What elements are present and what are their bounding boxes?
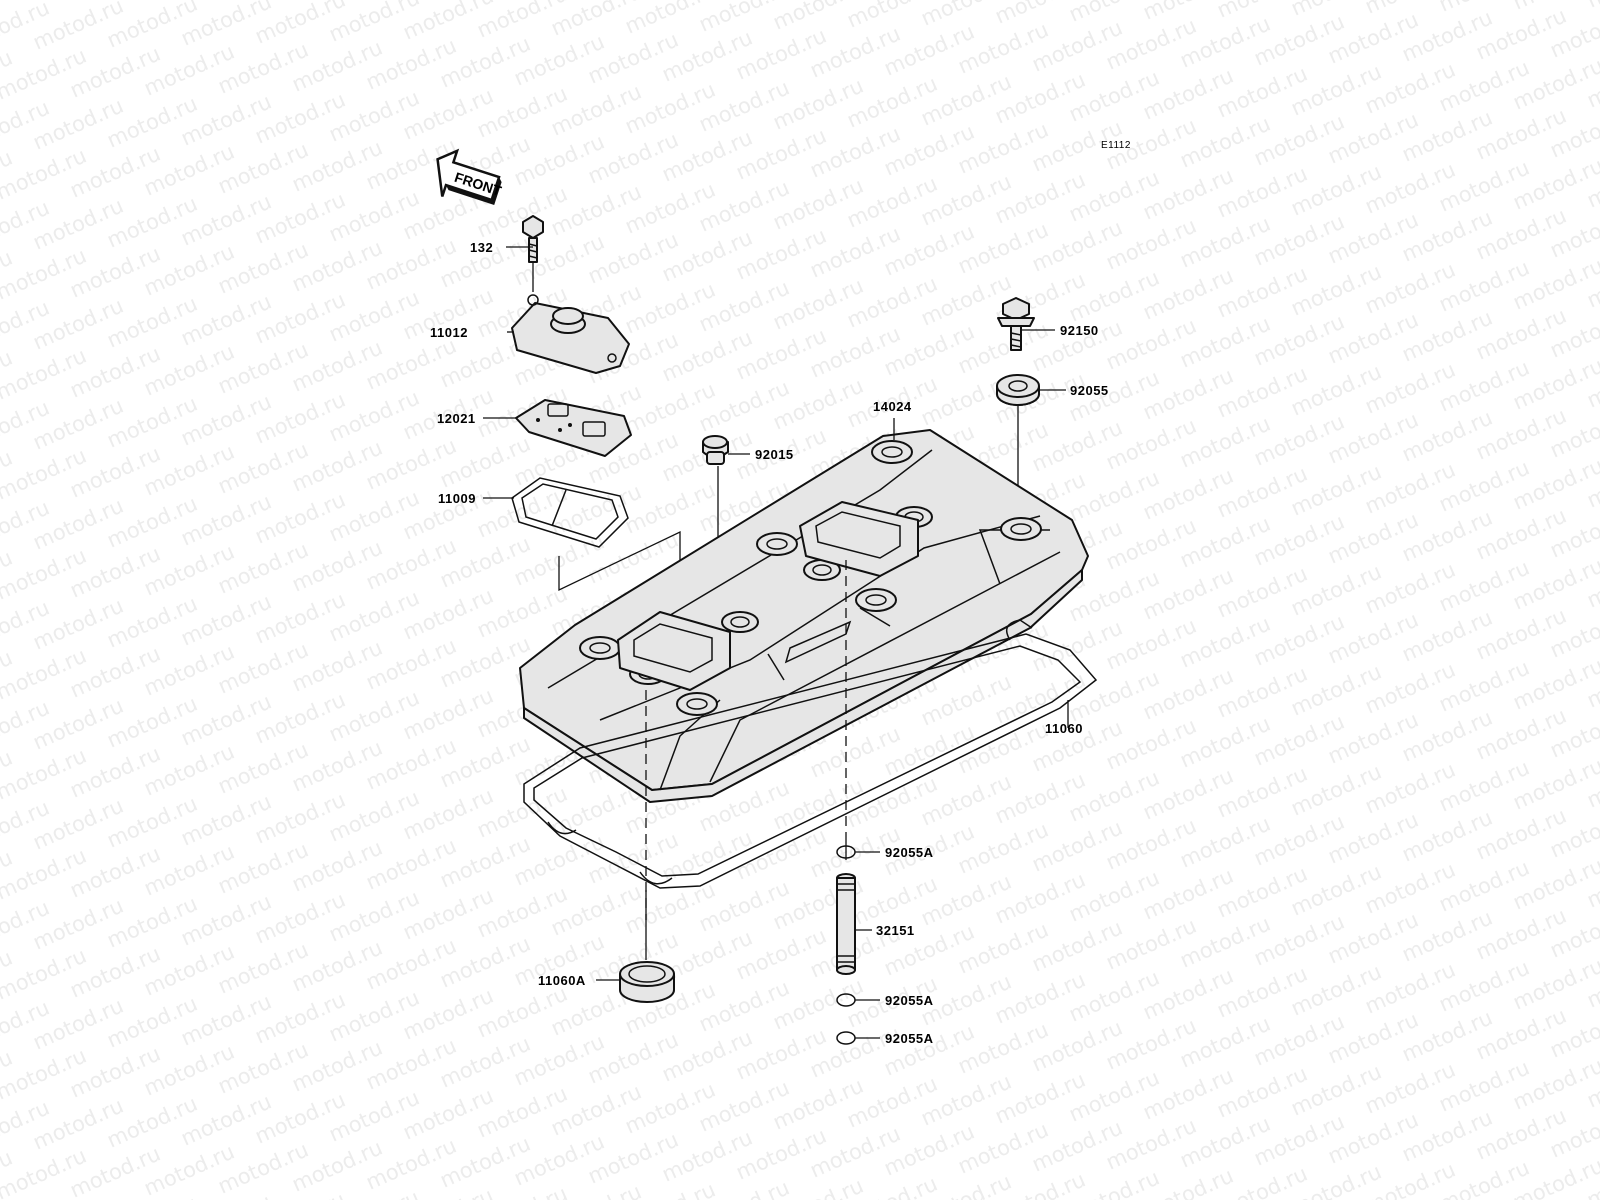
pipe-32151-icon — [836, 873, 856, 975]
front-arrow-icon: FRONT — [436, 148, 504, 205]
part-label-11060a: 11060A — [538, 973, 586, 988]
part-label-92150: 92150 — [1060, 323, 1099, 338]
watermark-text: motod.ru — [1583, 0, 1600, 13]
part-label-92015: 92015 — [755, 447, 794, 462]
bolt-92150-icon — [997, 297, 1035, 351]
diagram-code: E1112 — [1101, 140, 1131, 151]
part-label-11012: 11012 — [430, 325, 468, 340]
part-label-92055: 92055 — [1070, 383, 1109, 398]
part-label-92055a-1: 92055A — [885, 845, 934, 860]
plug-seal-icon — [619, 961, 675, 1003]
cylinder-head-cover-icon — [519, 429, 1089, 803]
part-label-11009: 11009 — [438, 491, 476, 506]
part-label-14024: 14024 — [873, 399, 912, 414]
part-label-32151: 32151 — [876, 923, 915, 938]
reed-plate-icon — [515, 399, 632, 457]
grommet-92015-icon — [702, 435, 729, 544]
breather-cover-icon — [511, 294, 630, 374]
part-label-132: 132 — [470, 240, 493, 255]
gasket-11009-icon — [511, 477, 629, 548]
bolt-132-icon — [522, 215, 544, 292]
part-label-11060: 11060 — [1045, 721, 1083, 736]
washer-92055-icon — [996, 374, 1040, 518]
part-label-12021: 12021 — [437, 411, 476, 426]
part-label-92055a-3: 92055A — [885, 1031, 934, 1046]
part-label-92055a-2: 92055A — [885, 993, 934, 1008]
head-cover-gasket-icon — [523, 619, 1098, 889]
